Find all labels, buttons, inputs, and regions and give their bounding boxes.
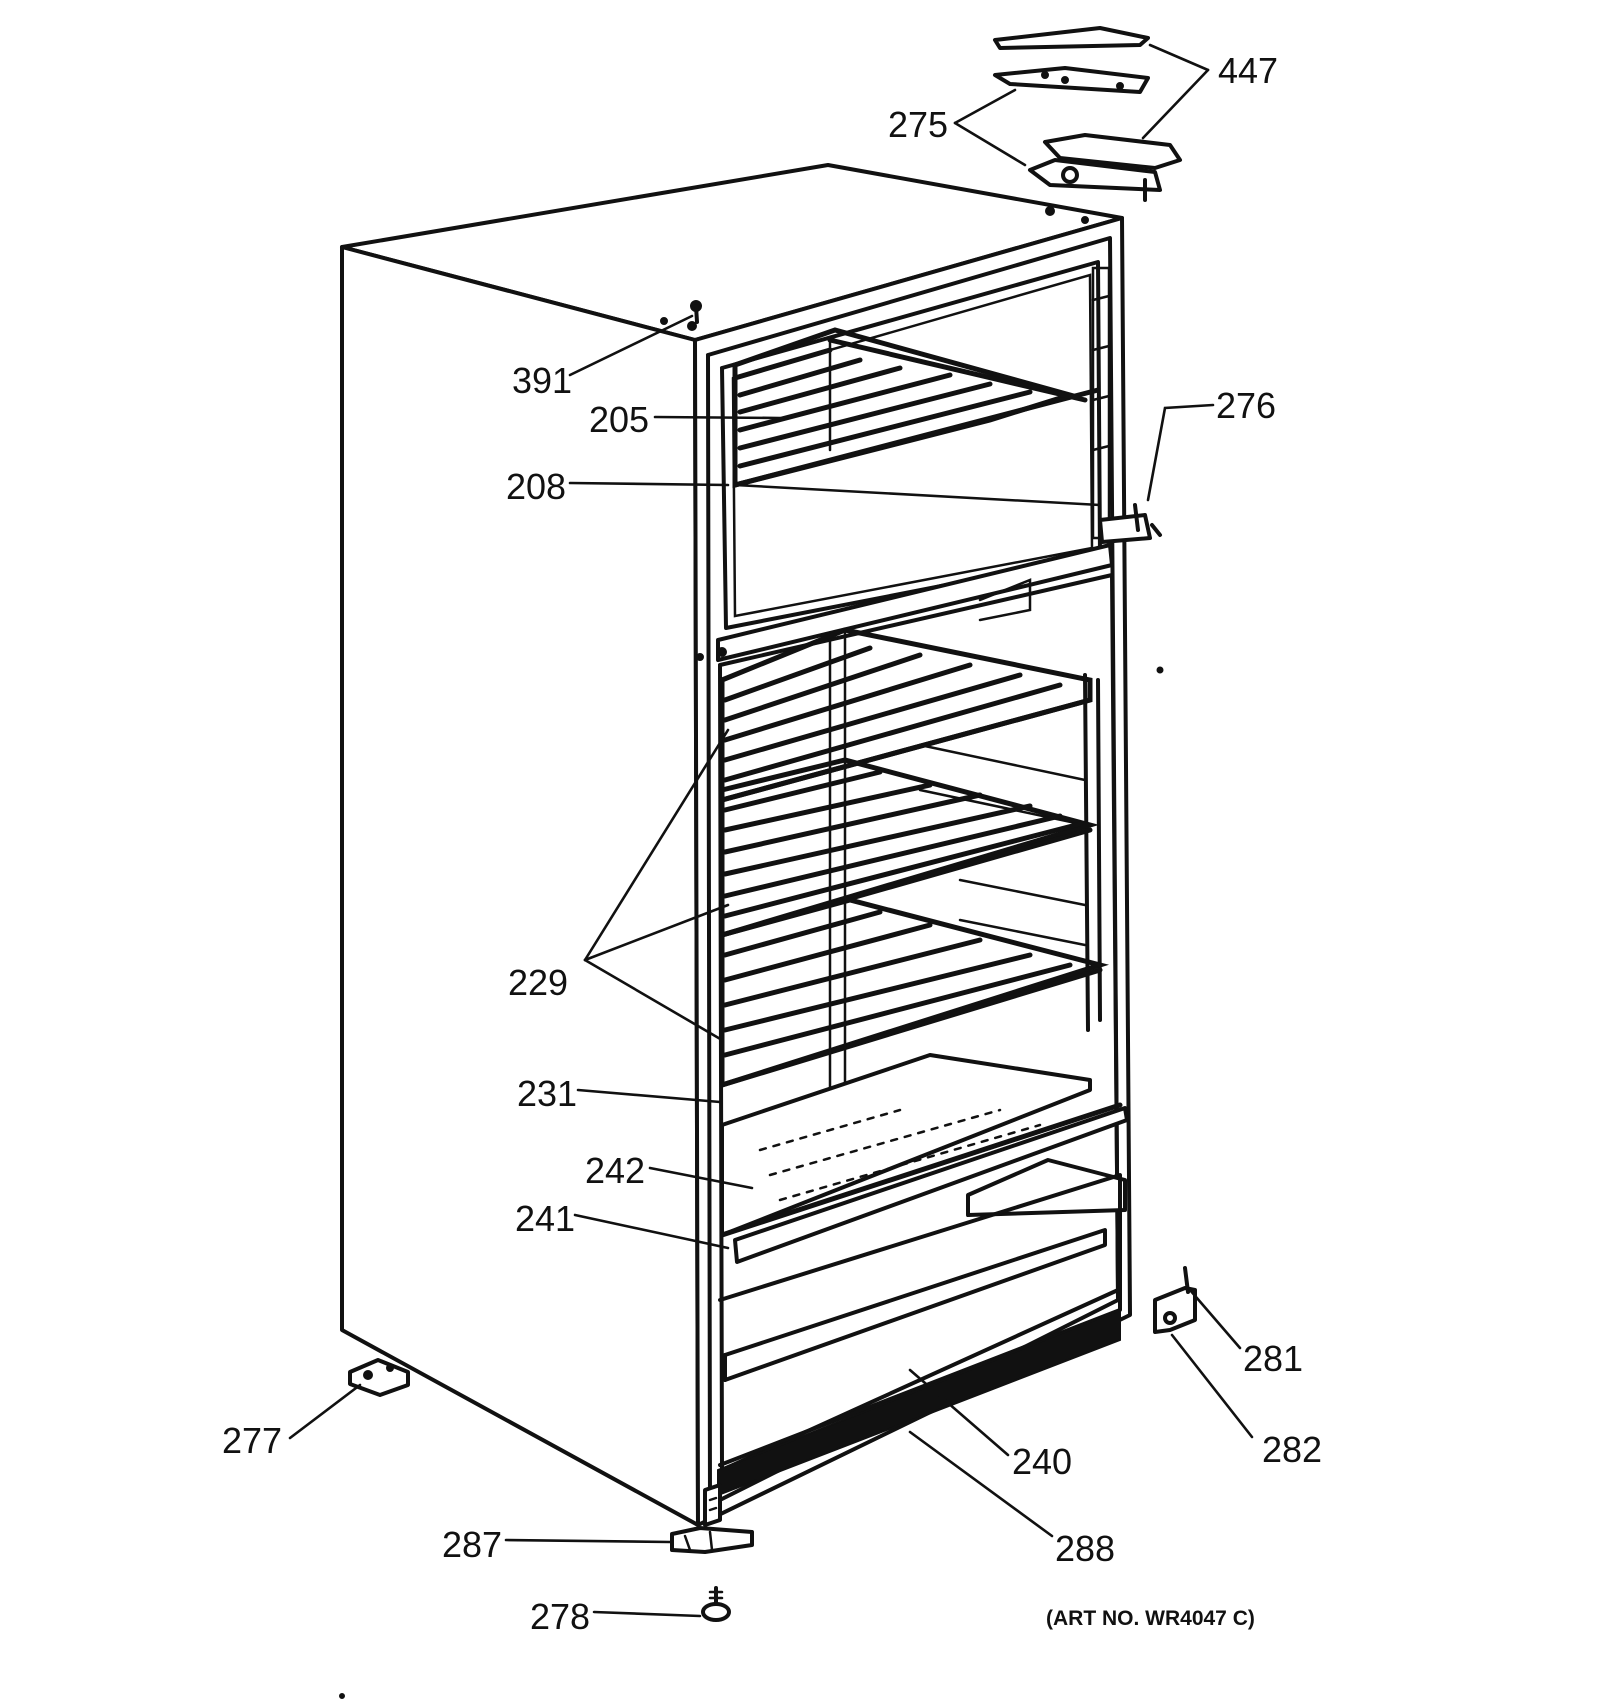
art-number: (ART NO. WR4047 C) [1046,1607,1255,1630]
callout-391: 391 [512,360,572,401]
center-hinge [1098,503,1162,544]
crisper-pan [718,1158,1127,1467]
leader-lines [288,43,1254,1618]
callout-208: 208 [506,466,566,507]
top-hinge-parts [993,26,1182,202]
callout-287: 287 [442,1524,502,1565]
freezer-shelf [732,327,1102,507]
callout-229: 229 [508,962,568,1003]
callout-205: 205 [589,399,649,440]
callout-278: 278 [530,1596,590,1637]
crisper-cover [719,1053,1129,1264]
callout-275: 275 [888,104,948,145]
callout-231: 231 [517,1073,577,1114]
leveling-leg [701,1586,731,1622]
callout-282: 282 [1262,1429,1322,1470]
callout-labels: 447 275 276 391 205 208 229 231 242 241 … [222,50,1322,1637]
bottom-hinge [1153,1266,1197,1334]
base-grille [703,1308,1121,1527]
callout-241: 241 [515,1198,575,1239]
foot-bracket [670,1526,754,1554]
callout-242: 242 [585,1150,645,1191]
callout-447: 447 [1218,50,1278,91]
callout-281: 281 [1243,1338,1303,1379]
screw [690,300,702,324]
callout-240: 240 [1012,1441,1072,1482]
callout-276: 276 [1216,385,1276,426]
fresh-food-shelves [719,627,1110,1092]
bracket-left [348,1358,410,1397]
callout-277: 277 [222,1420,282,1461]
callout-288: 288 [1055,1528,1115,1569]
